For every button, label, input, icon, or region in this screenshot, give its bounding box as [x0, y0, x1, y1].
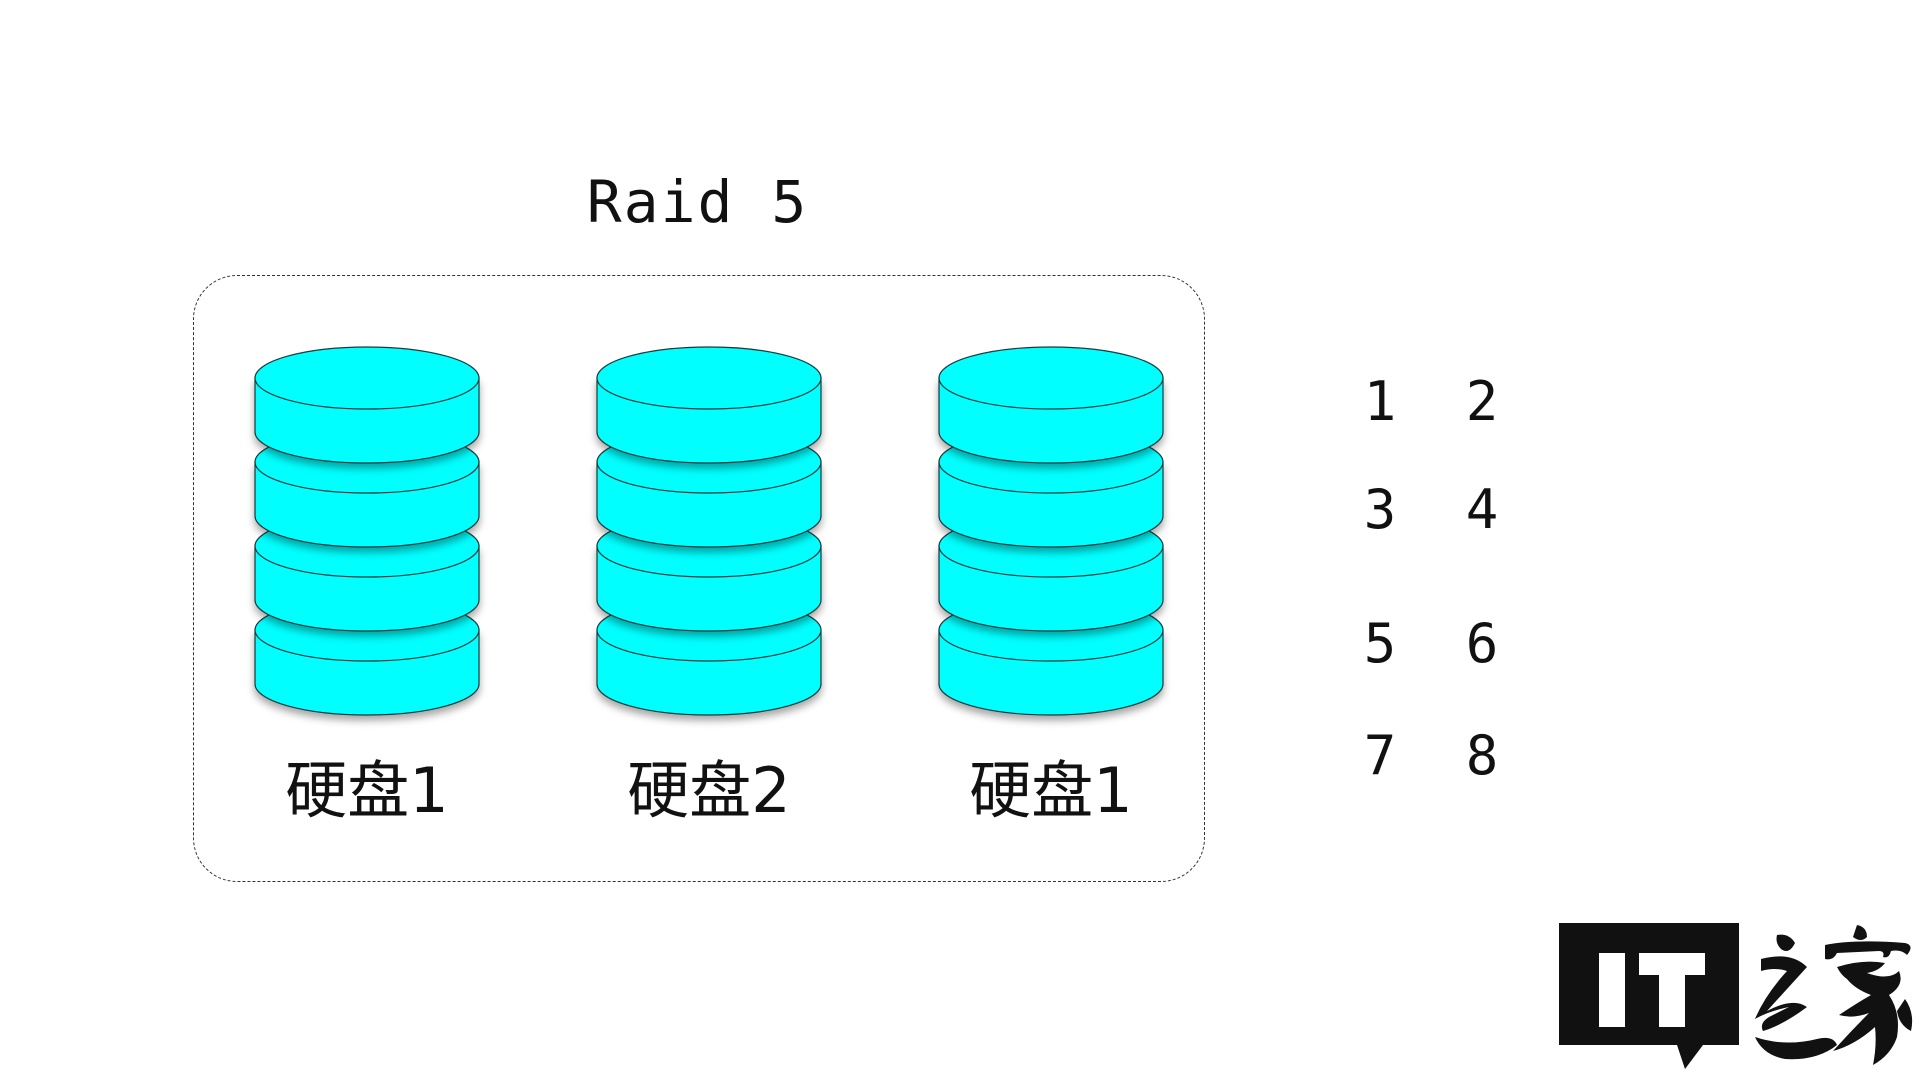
disk-stack-2: [595, 342, 823, 730]
block-number: 4: [1465, 478, 1499, 541]
block-number: 7: [1363, 724, 1397, 787]
block-number: 1: [1363, 370, 1397, 433]
disk-platter: [596, 346, 822, 464]
disk-label-3: 硬盘1: [969, 754, 1133, 827]
disk-label-2: 硬盘2: [627, 754, 791, 827]
block-number: 2: [1465, 370, 1499, 433]
disk-stack-3: [937, 342, 1165, 730]
block-number: 3: [1363, 478, 1397, 541]
diagram-title: Raid 5: [586, 168, 809, 236]
block-number: 8: [1465, 724, 1499, 787]
disk-platter: [938, 346, 1164, 464]
it-home-logo: [1555, 915, 1920, 1085]
block-number: 5: [1363, 612, 1397, 675]
disk-label-1: 硬盘1: [285, 754, 449, 827]
disk-platter: [254, 346, 480, 464]
block-number: 6: [1465, 612, 1499, 675]
raid-group-box: [193, 275, 1205, 882]
disk-stack-1: [253, 342, 481, 730]
